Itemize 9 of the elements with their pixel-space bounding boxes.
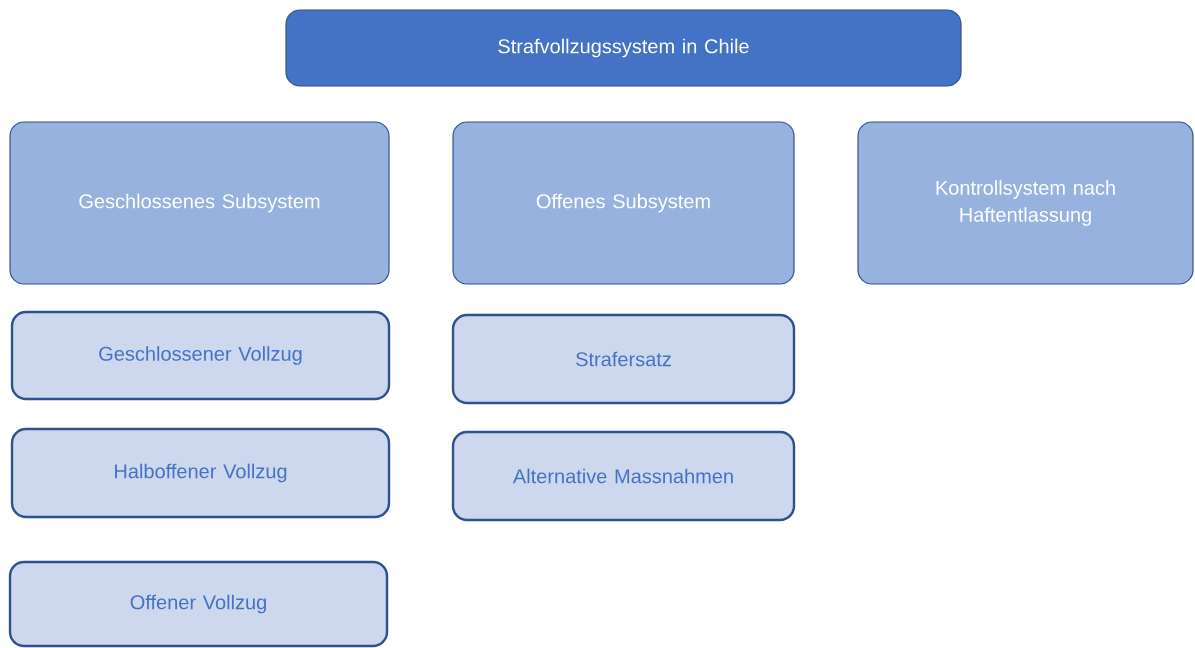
category-box: Kontrollsystem nach Haftentlassung bbox=[857, 121, 1194, 285]
category-box: Offenes Subsystem bbox=[452, 121, 795, 285]
subcategory-box: Geschlossener Vollzug bbox=[10, 310, 391, 401]
subcategory-box: Halboffener Vollzug bbox=[10, 427, 391, 519]
category-box: Geschlossenes Subsystem bbox=[9, 121, 390, 285]
subcategory-box: Strafersatz bbox=[451, 313, 796, 405]
subcategory-box: Offener Vollzug bbox=[8, 560, 389, 648]
subcategory-box: Alternative Massnahmen bbox=[451, 430, 796, 522]
title-box: Strafvollzugssystem in Chile bbox=[285, 9, 962, 87]
